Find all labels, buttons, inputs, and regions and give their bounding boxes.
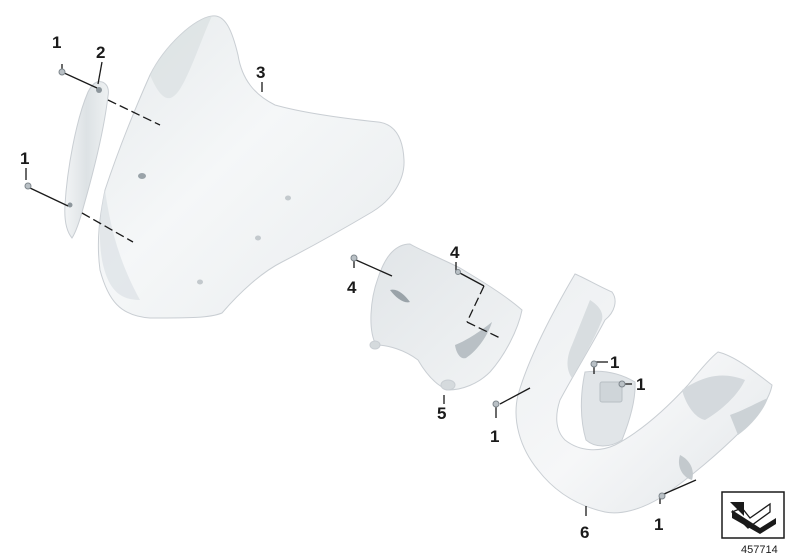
callout-wind-deflector: 2: [96, 43, 105, 62]
callout-bracket-bolt-right: 4: [450, 243, 460, 262]
callout-windshield: 3: [256, 63, 265, 82]
screw-top-left: [58, 68, 66, 76]
wind-deflector-part[interactable]: [64, 81, 109, 239]
callout-fairing-screw-a: 1: [610, 353, 619, 372]
screw-mid-left: [24, 182, 32, 190]
bracket-part[interactable]: [369, 243, 523, 391]
callout-fairing: 6: [580, 523, 589, 542]
fasteners: [24, 68, 666, 500]
screw-fairing-b: [618, 380, 626, 388]
callout-fairing-screw-left: 1: [490, 427, 499, 446]
screw-fairing-a: [590, 360, 598, 368]
windshield-part[interactable]: [97, 15, 405, 319]
view-direction-arrow-icon: [721, 491, 785, 539]
callout-labels: 1 2 3 1 4 4 5 1 1 1 6 1: [20, 33, 663, 542]
leader-lines: [25, 61, 697, 516]
callout-fairing-screw-b: 1: [636, 375, 645, 394]
callout-bracket: 5: [437, 404, 446, 423]
fairing-part[interactable]: [515, 273, 773, 514]
screw-fairing-bottom: [658, 492, 666, 500]
callout-screw-top-left: 1: [52, 33, 61, 52]
screw-fairing-left: [492, 400, 500, 408]
bolt-bracket-left: [350, 254, 358, 262]
callout-fairing-screw-bottom: 1: [654, 515, 663, 534]
callout-bracket-bolt-left: 4: [347, 278, 357, 297]
bolt-bracket-right: [455, 269, 461, 275]
diagram-id: 457714: [741, 544, 778, 556]
callout-screw-mid-left: 1: [20, 149, 29, 168]
